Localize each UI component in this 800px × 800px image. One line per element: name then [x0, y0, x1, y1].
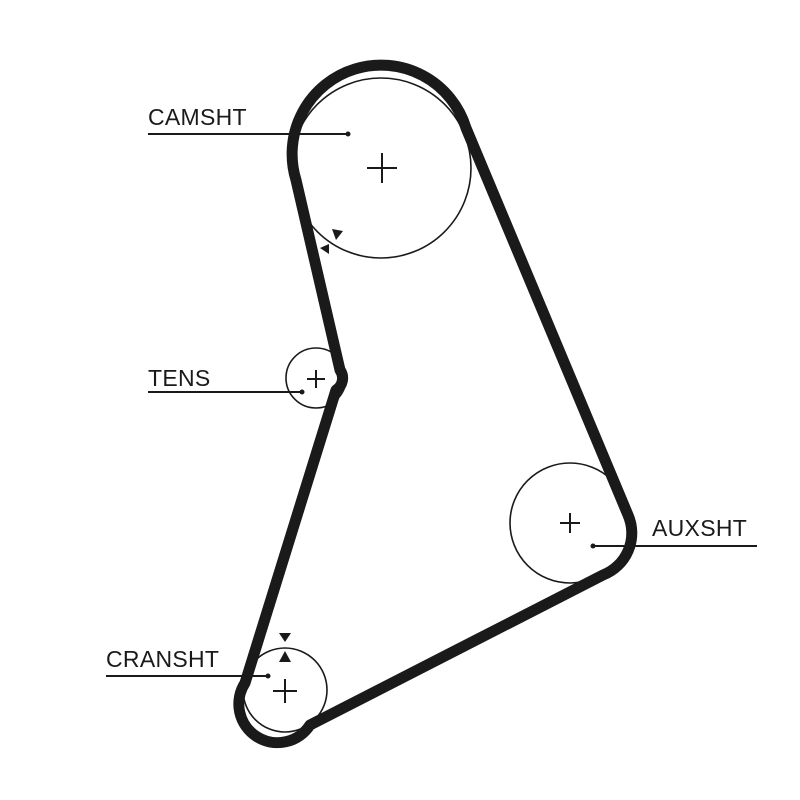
tensioner-center-cross	[307, 370, 325, 388]
auxshaft-leader	[590, 543, 757, 549]
timing-belt	[233, 59, 638, 749]
tensioner-label: TENS	[148, 365, 211, 391]
crankshaft-leader	[106, 673, 271, 679]
camshaft-center-cross	[367, 153, 397, 183]
crankshaft-center-cross	[273, 679, 297, 703]
crankshaft-timing-mark-icon	[279, 633, 291, 662]
crankshaft-label: CRANSHT	[106, 646, 220, 672]
camshaft-leader	[148, 131, 351, 137]
camshaft-timing-mark-icon	[320, 229, 343, 254]
auxshaft-center-cross	[560, 513, 580, 533]
camshaft-label: CAMSHT	[148, 104, 247, 130]
auxshaft-label: AUXSHT	[652, 515, 748, 541]
tensioner-leader	[148, 389, 305, 395]
